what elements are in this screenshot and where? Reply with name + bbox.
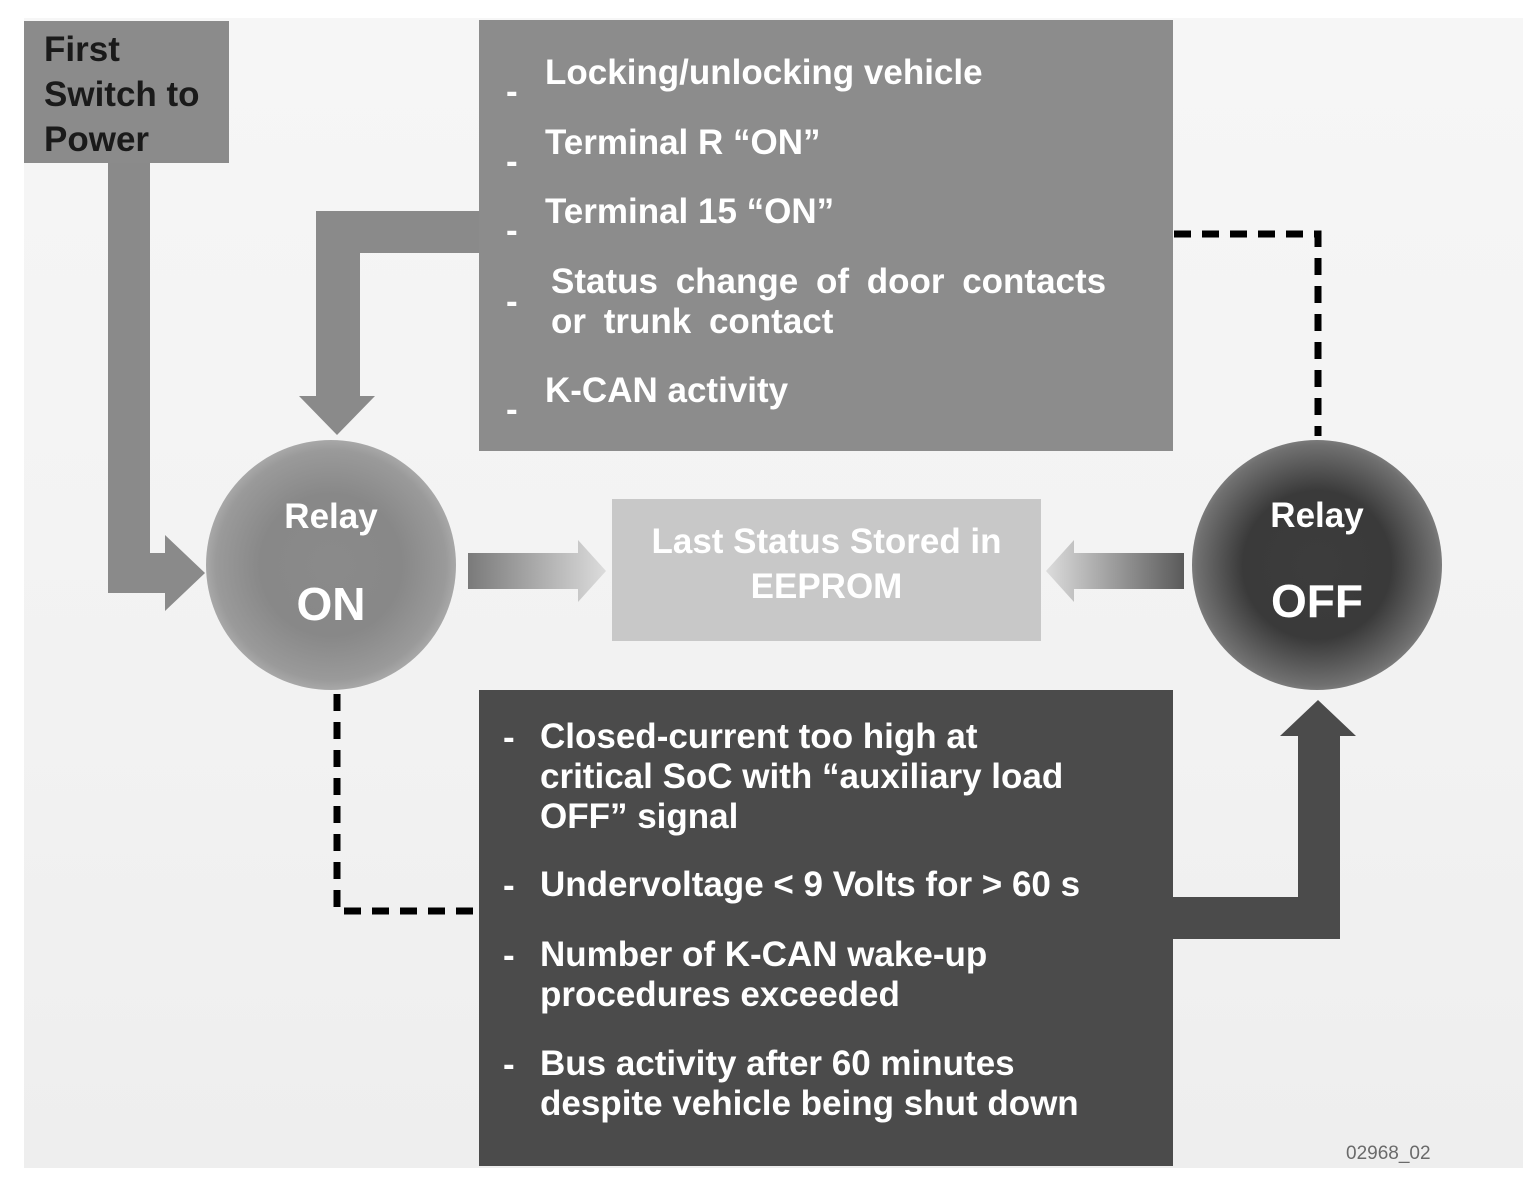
first-switch-to-power-box: First Switch to Power [24,21,229,163]
power-to-relay-on-arrow [108,163,205,611]
bullet-dash: - [506,142,518,181]
relay-off-state: OFF [1271,575,1363,627]
bullet-dash: - [503,936,515,975]
shutdown-condition-item: Number of K-CAN wake-up procedures excee… [540,935,988,1014]
relay-on-word: Relay [284,497,378,536]
eeprom-status-label: Last Status Stored in EEPROM [651,522,1002,606]
bullet-dash: - [506,390,518,429]
wake-to-relay-on-arrow [299,211,479,435]
eeprom-status-box: Last Status Stored in EEPROM [612,499,1041,641]
shutdown-condition-item: Bus activity after 60 minutes despite ve… [540,1044,1079,1123]
bullet-dash: - [503,718,515,757]
wake-condition-item: K-CAN activity [545,371,789,410]
shutdown-to-relay-off-arrow [1173,700,1356,939]
relay-off-node: Relay OFF [1192,440,1442,690]
wake-conditions-box: - Locking/unlocking vehicle - Terminal R… [479,20,1173,451]
bullet-dash: - [506,282,518,321]
relay-off-to-eeprom-arrow [1046,540,1184,602]
wake-condition-item: Terminal 15 “ON” [545,192,835,231]
relay-on-to-eeprom-arrow [468,540,606,602]
bullet-dash: - [506,211,518,250]
wake-condition-item: Status change of door contacts or trunk … [551,262,1107,341]
relay-off-word: Relay [1270,496,1364,535]
wake-condition-item: Terminal R “ON” [545,123,821,162]
relay-on-to-shutdown-dashed-line [333,694,479,915]
bullet-dash: - [506,72,518,111]
bullet-dash: - [503,866,515,905]
relay-off-to-wake-dashed-line [1174,230,1322,436]
figure-id-label: 02968_02 [1346,1143,1431,1164]
relay-on-node: Relay ON [206,440,456,690]
shutdown-condition-item: Undervoltage < 9 Volts for > 60 s [540,865,1081,904]
relay-on-state: ON [296,578,366,630]
shutdown-conditions-box: - Closed-current too high at critical So… [479,690,1173,1166]
wake-condition-item: Locking/unlocking vehicle [545,53,983,92]
shutdown-condition-item: Closed-current too high at critical SoC … [540,717,1064,836]
first-switch-to-power-label: First Switch to Power [44,30,200,159]
bullet-dash: - [503,1045,515,1084]
